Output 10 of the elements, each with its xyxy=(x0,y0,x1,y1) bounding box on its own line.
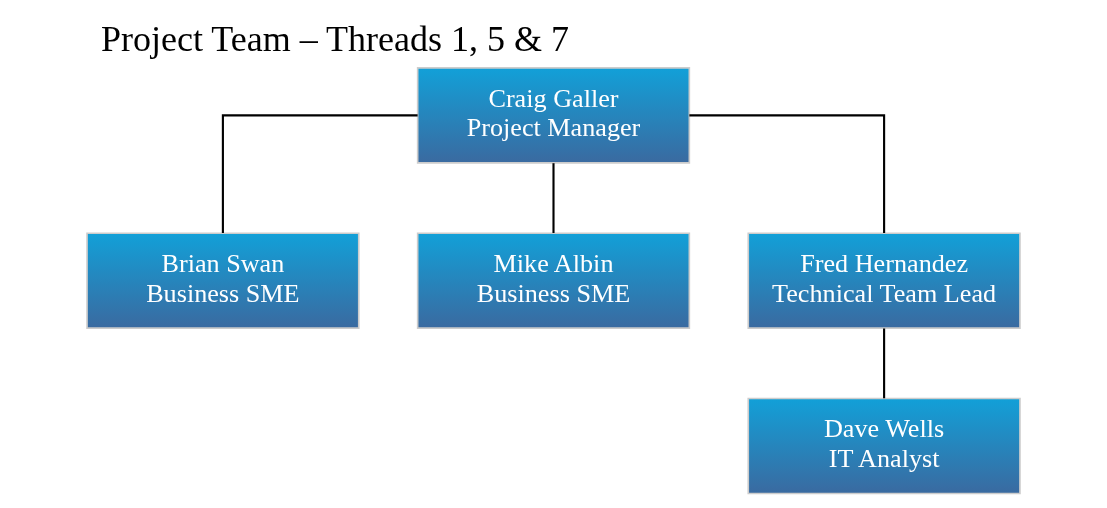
connector xyxy=(552,162,555,233)
connector xyxy=(221,113,418,233)
diagram-title: Project Team – Threads 1, 5 & 7 xyxy=(100,18,570,59)
node-box: Craig Galler Project Manager xyxy=(416,66,691,164)
node-box: Dave Wells IT Analyst xyxy=(747,397,1021,494)
node-box: Fred Hernandez Technical Team Lead xyxy=(747,231,1021,329)
connector xyxy=(883,328,886,398)
connector xyxy=(689,113,886,233)
node-box: Mike Albin Business SME xyxy=(416,231,691,329)
node-box: Brian Swan Business SME xyxy=(86,231,360,329)
